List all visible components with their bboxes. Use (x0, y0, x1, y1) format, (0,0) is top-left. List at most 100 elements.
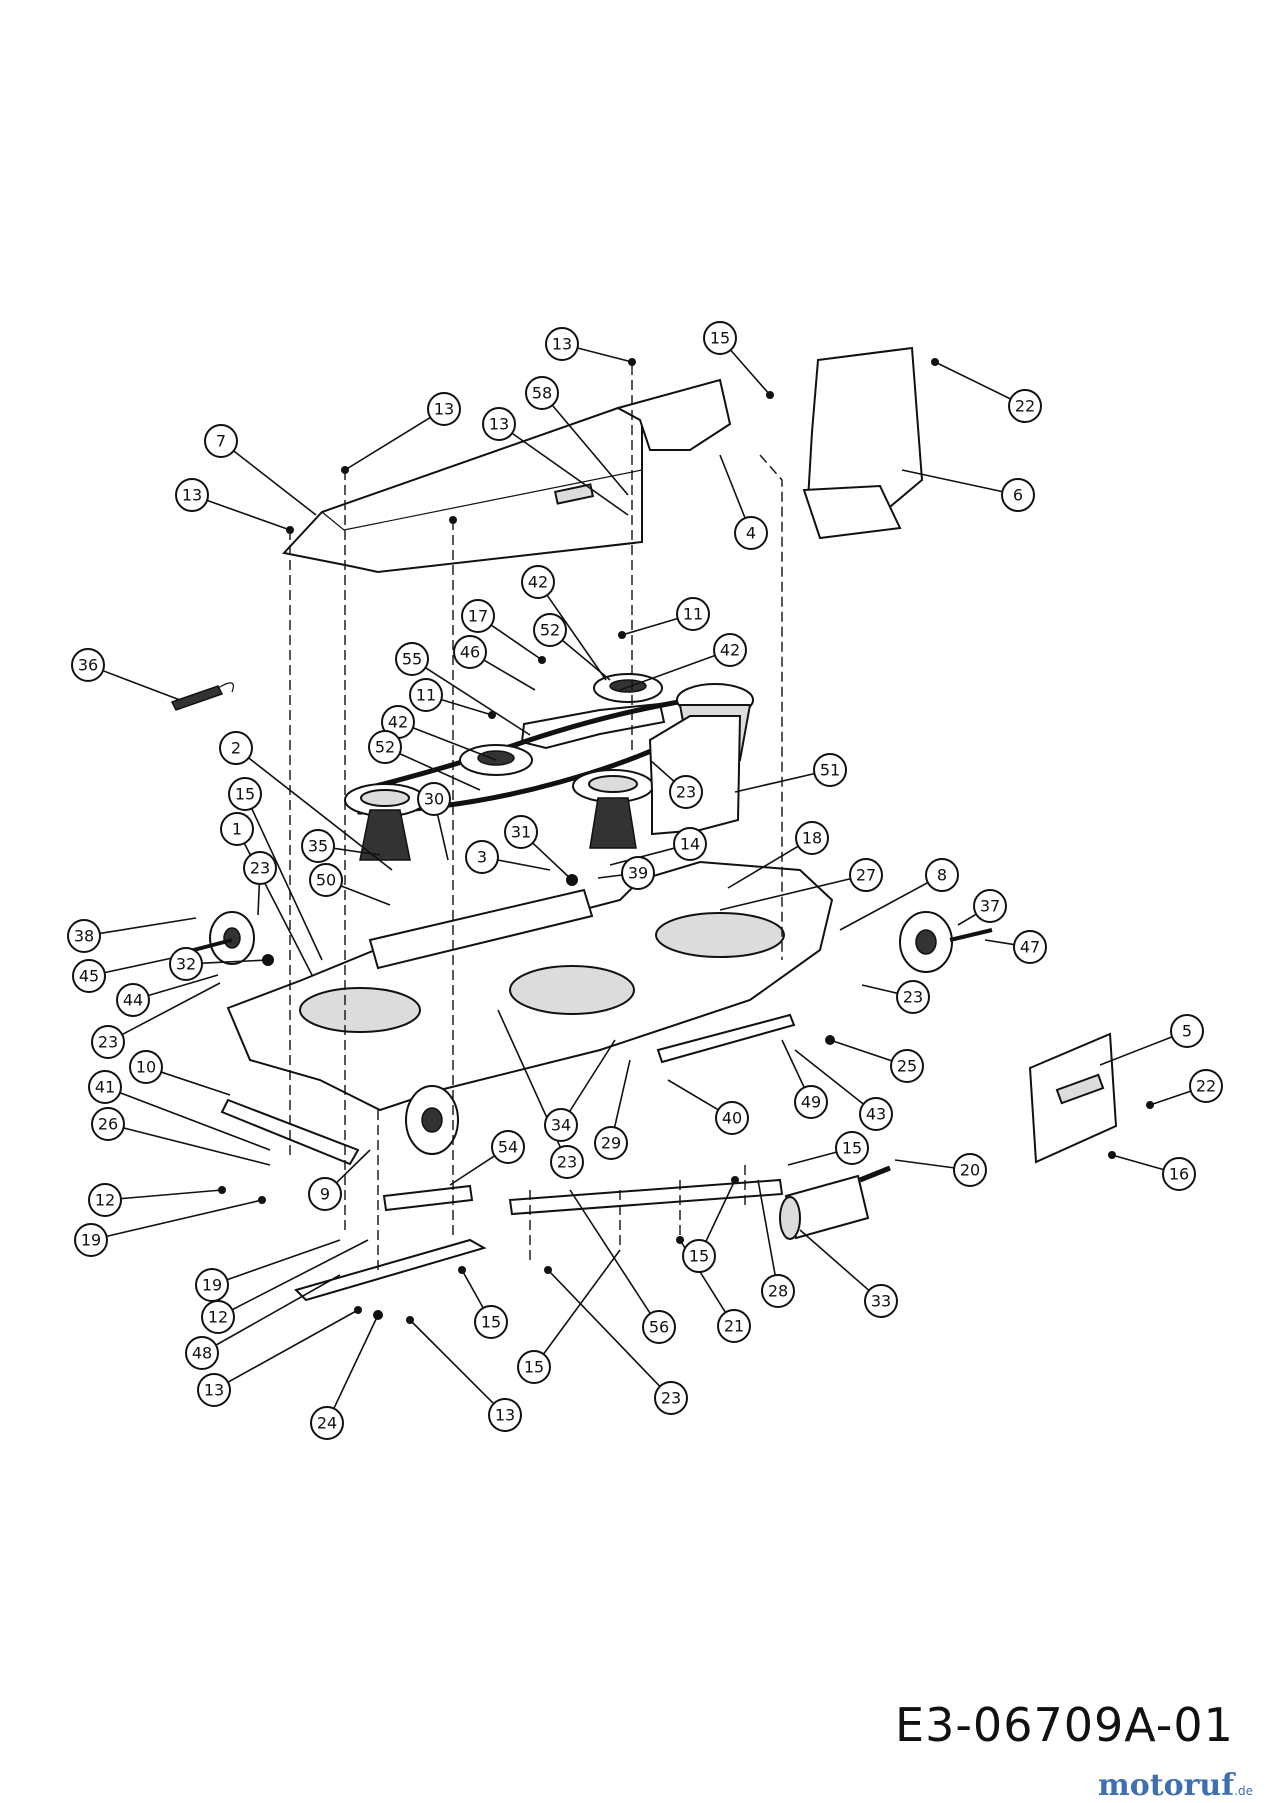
callout-46: 46 (453, 635, 487, 669)
pulley-right (572, 769, 654, 849)
callout-label: 34 (551, 1116, 571, 1135)
callout-29: 29 (594, 1126, 628, 1160)
leader-line-5 (1099, 1036, 1173, 1066)
leader-line-9 (335, 1149, 371, 1184)
callout-47: 47 (1013, 930, 1047, 964)
callout-label: 15 (481, 1313, 501, 1332)
callout-circle (91, 1025, 125, 1059)
callout-label: 8 (937, 866, 947, 885)
parts-drawing (170, 346, 1154, 1324)
leader-line-13 (409, 1319, 495, 1405)
callout-circle (204, 424, 238, 458)
callout-circle (517, 1350, 551, 1384)
callout-circle (973, 889, 1007, 923)
baffle-54 (382, 1184, 474, 1212)
leader-line-55 (425, 666, 531, 736)
callout-circle (67, 919, 101, 953)
callout-label: 38 (74, 927, 94, 946)
callout-label: 35 (308, 837, 328, 856)
callout-label: 13 (204, 1381, 224, 1400)
chute-base (802, 484, 902, 540)
callout-label: 46 (460, 643, 480, 662)
callout-circle (409, 678, 443, 712)
callout-label: 22 (1015, 397, 1035, 416)
callout-circle (682, 1239, 716, 1273)
callout-circle (1013, 930, 1047, 964)
callout-19: 19 (195, 1268, 229, 1302)
callout-label: 52 (540, 621, 560, 640)
callout-3: 3 (465, 840, 499, 874)
deck-blade-well-center (509, 965, 635, 1015)
spring (170, 682, 234, 711)
callout-label: 17 (468, 607, 488, 626)
callout-43: 43 (859, 1097, 893, 1131)
callout-4: 4 (734, 516, 768, 550)
leader-line-4 (719, 454, 746, 519)
callout-label: 14 (680, 835, 700, 854)
callout-label: 22 (1196, 1077, 1216, 1096)
leader-line-19 (226, 1239, 341, 1281)
leader-line-38 (99, 917, 197, 935)
canister (779, 1165, 891, 1240)
deck-brace (368, 888, 594, 970)
blade-left (294, 1238, 487, 1302)
callout-label: 13 (182, 486, 202, 505)
leader-line-33 (799, 1229, 870, 1292)
leader-line-2 (248, 757, 393, 871)
callout-45: 45 (72, 959, 106, 993)
leader-line-14 (609, 847, 675, 866)
callout-label: 44 (123, 991, 143, 1010)
leader-line-23 (861, 984, 898, 995)
leader-line-3 (497, 859, 551, 871)
callout-circle (453, 635, 487, 669)
callout-34: 34 (544, 1108, 578, 1142)
leader-line-20 (894, 1159, 955, 1169)
callout-52: 52 (533, 613, 567, 647)
callout-label: 42 (528, 573, 548, 592)
callout-label: 54 (498, 1138, 518, 1157)
callout-label: 15 (524, 1358, 544, 1377)
leader-line-6 (901, 469, 1003, 493)
callout-label: 6 (1013, 486, 1023, 505)
callout-circle (310, 1406, 344, 1440)
callout-circle (474, 1305, 508, 1339)
leader-line-46 (483, 659, 536, 691)
callout-label: 19 (202, 1276, 222, 1295)
leader-line-28 (757, 1179, 776, 1276)
callout-15: 15 (228, 777, 262, 811)
leader-line-13 (227, 1309, 359, 1383)
callout-circle (669, 775, 703, 809)
callout-circle (621, 856, 655, 890)
leader-line-42 (412, 727, 497, 761)
leader-line-25 (829, 1039, 893, 1062)
callout-label: 15 (842, 1139, 862, 1158)
callout-15: 15 (703, 321, 737, 355)
callout-23: 23 (550, 1145, 584, 1179)
leader-line-11 (441, 698, 493, 716)
callout-23: 23 (654, 1381, 688, 1415)
callout-label: 13 (434, 400, 454, 419)
callout-circle (525, 376, 559, 410)
leader-line-40 (667, 1079, 719, 1111)
leader-line-30 (436, 814, 449, 861)
watermark-brand: motoruf.de (1098, 1768, 1253, 1803)
callout-15: 15 (517, 1350, 551, 1384)
callout-circle (925, 858, 959, 892)
leader-line-54 (449, 1155, 496, 1186)
callout-label: 23 (676, 783, 696, 802)
callout-circle (504, 815, 538, 849)
callout-30: 30 (417, 782, 451, 816)
callout-10: 10 (129, 1050, 163, 1084)
callout-56: 56 (642, 1310, 676, 1344)
callout-36: 36 (71, 648, 105, 682)
callout-label: 47 (1020, 938, 1040, 957)
callout-22: 22 (1008, 389, 1042, 423)
callout-label: 50 (316, 871, 336, 890)
leader-line-47 (984, 939, 1015, 946)
callout-label: 16 (1169, 1165, 1189, 1184)
callout-label: 23 (98, 1033, 118, 1052)
callout-label: 28 (768, 1282, 788, 1301)
callout-label: 21 (724, 1317, 744, 1336)
callout-circle (129, 1050, 163, 1084)
